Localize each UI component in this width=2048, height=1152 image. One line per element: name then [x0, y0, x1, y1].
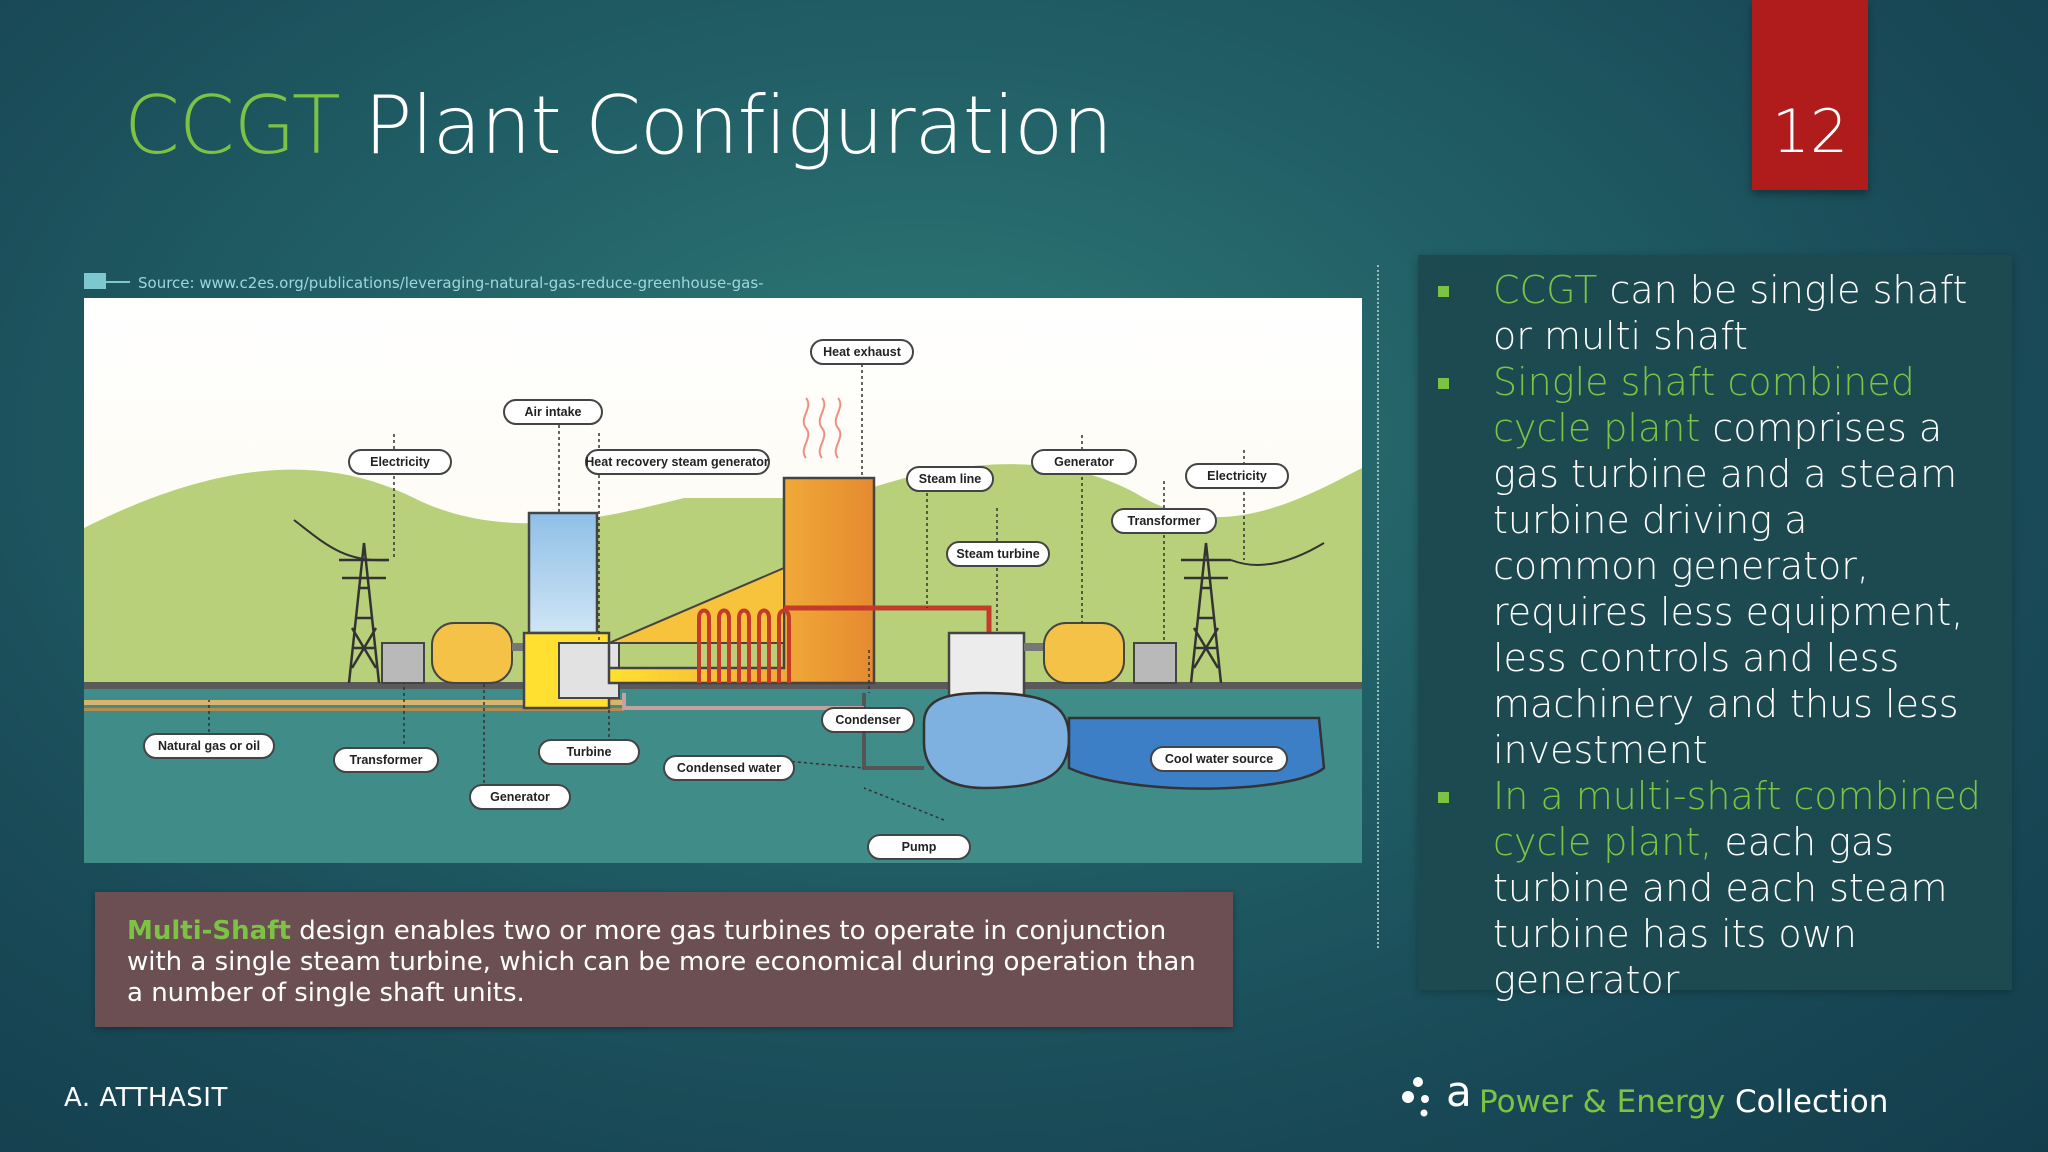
label-generator-top: Generator	[1031, 449, 1137, 475]
svg-text:Electricity: Electricity	[1207, 469, 1267, 483]
svg-text:Steam line: Steam line	[919, 472, 982, 486]
svg-text:Transformer: Transformer	[350, 753, 423, 767]
svg-text:Condensed water: Condensed water	[677, 761, 781, 775]
bullet-text: comprises a gas turbine and a steam turb…	[1493, 406, 1964, 772]
brand-text: Power & Energy Collection	[1479, 1084, 1889, 1120]
brand-dots-icon	[1402, 1077, 1429, 1117]
gas-pipe	[84, 700, 624, 705]
source-marker-line	[106, 281, 130, 283]
right-transmission-tower	[1181, 542, 1231, 684]
air-intake-duct	[527, 511, 599, 635]
caption-text: design enables two or more gas turbines …	[127, 916, 1196, 1008]
condenser-unit	[922, 691, 1071, 790]
bullet-highlight: CCGT	[1493, 268, 1598, 312]
bullet-list: CCGT can be single shaft or multi shaft …	[1418, 267, 2012, 1003]
bullet-item: Single shaft combined cycle plant compri…	[1418, 359, 2012, 773]
left-transformer-unit	[381, 642, 425, 684]
bullet-highlight: In a multi-shaft combined cycle plant,	[1493, 774, 1981, 864]
label-transformer-right: Transformer	[1111, 508, 1217, 534]
svg-text:Generator: Generator	[490, 790, 550, 804]
caption-highlight: Multi-Shaft	[127, 916, 291, 946]
label-pump: Pump	[867, 834, 971, 860]
bullet-item: In a multi-shaft combined cycle plant, e…	[1418, 773, 2012, 1003]
svg-text:Pump: Pump	[902, 840, 937, 854]
svg-text:Electricity: Electricity	[370, 455, 430, 469]
right-transformer-unit	[1133, 642, 1177, 684]
label-condensed-water: Condensed water	[663, 755, 795, 781]
hrsg-coils	[697, 608, 791, 683]
label-transformer-left: Transformer	[333, 747, 439, 773]
title-accent: CCGT	[124, 79, 341, 172]
label-natural-gas: Natural gas or oil	[143, 733, 275, 759]
label-generator-bottom: Generator	[469, 784, 571, 810]
label-steam-line: Steam line	[906, 466, 994, 492]
multi-shaft-caption: Multi-Shaft design enables two or more g…	[95, 892, 1233, 1027]
svg-text:Condenser: Condenser	[835, 713, 900, 727]
svg-text:Air intake: Air intake	[525, 405, 582, 419]
right-generator-unit	[1043, 622, 1125, 684]
bullet-panel: CCGT can be single shaft or multi shaft …	[1418, 255, 2012, 1002]
left-generator-unit	[431, 622, 513, 684]
svg-text:Steam turbine: Steam turbine	[956, 547, 1039, 561]
label-cool-water-source: Cool water source	[1150, 746, 1288, 772]
bullet-square-icon	[1438, 792, 1449, 803]
gas-pipe-lower	[84, 708, 624, 711]
diagram-hills	[84, 464, 1362, 686]
bullet-highlight: Single shaft combined cycle plant	[1493, 360, 1915, 450]
title-rest: Plant Configuration	[364, 79, 1113, 172]
svg-text:Turbine: Turbine	[567, 745, 612, 759]
slide-title: CCGT Plant Configuration	[124, 86, 1113, 166]
heat-exhaust-waves	[802, 397, 842, 459]
source-citation: Source: www.c2es.org/publications/levera…	[138, 274, 764, 292]
label-electricity-right: Electricity	[1185, 463, 1289, 489]
ground-line	[84, 682, 1362, 689]
svg-text:Heat recovery steam generator: Heat recovery steam generator	[585, 455, 769, 469]
label-condenser: Condenser	[821, 707, 915, 733]
brand-a: a	[1446, 1067, 1472, 1116]
label-air-intake: Air intake	[503, 399, 603, 425]
label-steam-turbine: Steam turbine	[946, 541, 1050, 567]
steam-line-pipe	[784, 605, 992, 638]
page-number: 12	[1771, 97, 1849, 167]
source-marker-icon	[84, 273, 106, 289]
label-electricity-left: Electricity	[348, 449, 452, 475]
bullet-text: can be single shaft or multi shaft	[1493, 268, 1968, 358]
ccgt-diagram: Heat exhaust Air intake Heat recovery st…	[84, 298, 1362, 863]
bullet-text: each gas turbine and each steam turbine …	[1493, 820, 1948, 1002]
column-divider	[1377, 265, 1379, 948]
svg-text:Natural gas or oil: Natural gas or oil	[158, 739, 260, 753]
label-heat-exhaust: Heat exhaust	[810, 339, 914, 365]
svg-text:Cool water source: Cool water source	[1165, 752, 1273, 766]
page-number-badge: 12	[1752, 0, 1868, 190]
bullet-item: CCGT can be single shaft or multi shaft	[1418, 267, 2012, 359]
bullet-square-icon	[1438, 286, 1449, 297]
bullet-square-icon	[1438, 378, 1449, 389]
ccgt-diagram-svg: Heat exhaust Air intake Heat recovery st…	[84, 298, 1362, 863]
svg-text:Generator: Generator	[1054, 455, 1114, 469]
author-name: A. ATTHASIT	[64, 1083, 228, 1113]
label-turbine: Turbine	[538, 739, 640, 765]
svg-text:Heat exhaust: Heat exhaust	[823, 345, 902, 359]
label-hrsg: Heat recovery steam generator	[585, 449, 770, 475]
svg-text:Transformer: Transformer	[1128, 514, 1201, 528]
